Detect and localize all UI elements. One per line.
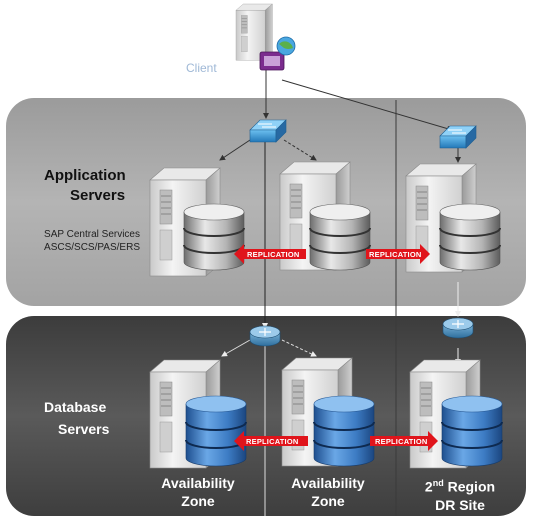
db-storage-1-icon [185, 395, 247, 467]
db-replication-right-label: REPLICATION [375, 437, 428, 446]
app-replication-left-arrow [234, 244, 306, 264]
app-replication-right-label: REPLICATION [369, 250, 422, 259]
dr-site-label: 2nd Region DR Site [424, 478, 496, 513]
router-to-db2-link [281, 339, 317, 357]
application-servers-subtitle: SAP Central Services ASCS/SCS/PAS/ERS [44, 229, 140, 253]
application-servers-title: Application Servers [44, 167, 126, 204]
client-to-dr-switch-link [281, 79, 453, 132]
availability-zone-2-label: Availability Zone [291, 475, 365, 509]
app-storage-2-icon [309, 203, 371, 271]
db-storage-dr-icon [441, 395, 503, 467]
db-replication-right-arrow [370, 431, 438, 451]
client-label: Client [186, 61, 217, 75]
client-app-icon [259, 36, 296, 71]
app-storage-dr-icon [439, 203, 501, 271]
db-replication-left-label: REPLICATION [246, 437, 299, 446]
switch-to-app2-link [283, 139, 317, 161]
router-icon [249, 325, 281, 347]
app-storage-1-icon [183, 203, 245, 271]
db-storage-2-icon [313, 395, 375, 467]
app-replication-left-label: REPLICATION [247, 250, 300, 259]
app-replication-right-arrow [366, 244, 430, 264]
dr-router-icon [442, 317, 474, 339]
db-replication-left-arrow [234, 431, 308, 451]
router-to-db1-link [221, 339, 251, 357]
switch-to-app1-link [219, 139, 251, 161]
availability-zone-1-label: Availability Zone [161, 475, 235, 509]
database-servers-title: Database Servers [44, 399, 110, 437]
